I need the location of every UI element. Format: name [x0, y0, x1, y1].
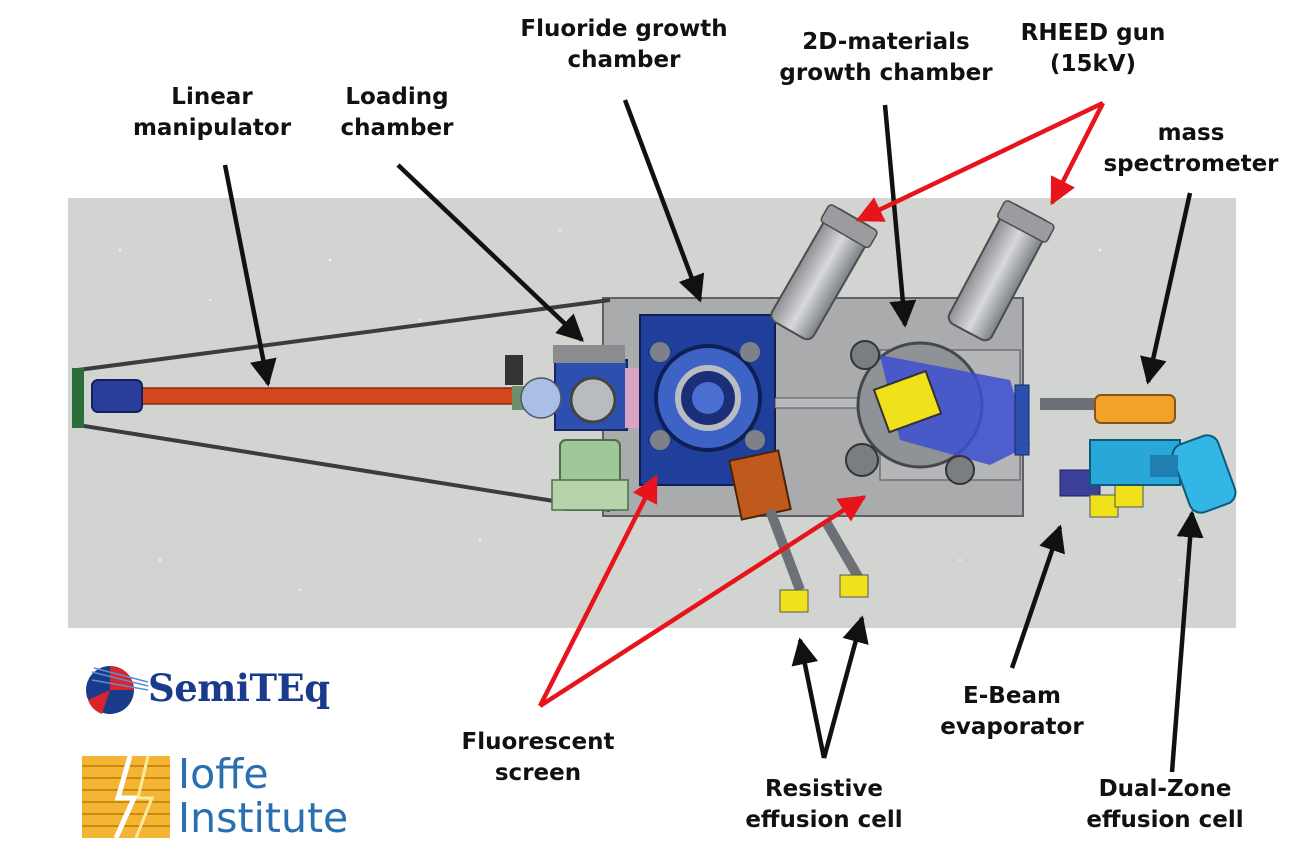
label-resistive-line2: effusion cell — [745, 807, 903, 833]
label-loading-chamber-line2: chamber — [340, 115, 454, 141]
label-linear-manipulator-line2: manipulator — [132, 115, 292, 141]
ioffe-wordmark-line1: Ioffe — [178, 750, 269, 798]
linear-manipulator-rod — [139, 387, 521, 405]
label-rheed-gun: RHEED gun (15kV) — [1021, 18, 1166, 80]
label-dual-zone-cell: Dual-Zone effusion cell — [1086, 774, 1243, 836]
ioffe-logo: Ioffe Institute — [78, 752, 378, 847]
arrow-fluorescent-right — [538, 495, 867, 708]
semiteq-wordmark: SemiTEq — [148, 666, 330, 710]
label-resistive-effusion-cell: Resistive effusion cell — [745, 774, 902, 836]
arrow-mass-spectrometer — [1140, 192, 1193, 385]
label-rheed-line1: RHEED gun — [1020, 20, 1166, 46]
label-fluoride-chamber-line2: chamber — [567, 47, 681, 73]
label-2d-materials-line1: 2D-materials — [802, 29, 970, 55]
label-2d-materials-chamber: 2D-materials growth chamber — [779, 27, 992, 89]
semiteq-logo: SemiTEq — [82, 660, 362, 720]
rheed-gun-left — [770, 204, 878, 341]
mass-spectrometer — [1040, 394, 1176, 424]
arrow-fluorescent-left — [537, 474, 659, 708]
label-linear-manipulator-line1: Linear — [171, 84, 253, 110]
arrow-fluoride-chamber — [622, 99, 705, 303]
dual-zone-cell — [1089, 434, 1237, 514]
label-resistive-line1: Resistive — [764, 776, 884, 802]
background-speckles — [118, 228, 1182, 592]
arrow-ebeam — [1009, 524, 1065, 669]
label-loading-chamber: Loading chamber — [341, 82, 454, 144]
label-2d-materials-line2: growth chamber — [779, 60, 993, 86]
label-linear-manipulator: Linear manipulator — [133, 82, 291, 144]
arrow-dual-zone — [1169, 510, 1204, 773]
arrow-loading-chamber — [396, 163, 584, 342]
arrow-rheed-right — [1049, 101, 1106, 206]
label-ebeam-line2: evaporator — [940, 714, 1084, 740]
label-dual-zone-line2: effusion cell — [1086, 807, 1244, 833]
ioffe-emblem-icon — [82, 755, 170, 840]
red-arrows — [537, 100, 1106, 708]
arrow-resistive-left — [791, 637, 827, 759]
label-rheed-line2: (15kV) — [1049, 51, 1137, 77]
semiteq-emblem-icon — [86, 666, 149, 714]
ioffe-wordmark-line2: Institute — [178, 794, 349, 842]
label-mass-line2: spectrometer — [1103, 151, 1279, 177]
rheed-gun-right — [947, 200, 1055, 342]
arrow-2d-materials-chamber — [882, 104, 917, 328]
arrow-resistive-right — [821, 615, 869, 759]
label-loading-chamber-line1: Loading — [345, 84, 449, 110]
label-fluoride-chamber-line1: Fluoride growth — [520, 16, 728, 42]
label-fluorescent-screen: Fluorescent screen — [461, 727, 614, 789]
label-ebeam-evaporator: E-Beam evaporator — [940, 681, 1083, 743]
label-mass-spectrometer: mass spectrometer — [1103, 118, 1278, 180]
label-ebeam-line1: E-Beam — [963, 683, 1061, 709]
materials-chamber — [845, 340, 1030, 485]
fluoride-chamber — [639, 314, 776, 486]
label-dual-zone-line1: Dual-Zone — [1098, 776, 1232, 802]
arrow-linear-manipulator — [222, 164, 277, 387]
label-fluoride-chamber: Fluoride growth chamber — [520, 14, 727, 76]
label-fluorescent-line2: screen — [494, 760, 582, 786]
label-mass-line1: mass — [1157, 120, 1225, 146]
ioffe-wordmark: Ioffe Institute — [178, 752, 348, 840]
black-arrows — [222, 99, 1204, 773]
loading-chamber — [520, 345, 643, 511]
label-fluorescent-line1: Fluorescent — [461, 729, 615, 755]
arrow-rheed-left — [855, 100, 1104, 223]
